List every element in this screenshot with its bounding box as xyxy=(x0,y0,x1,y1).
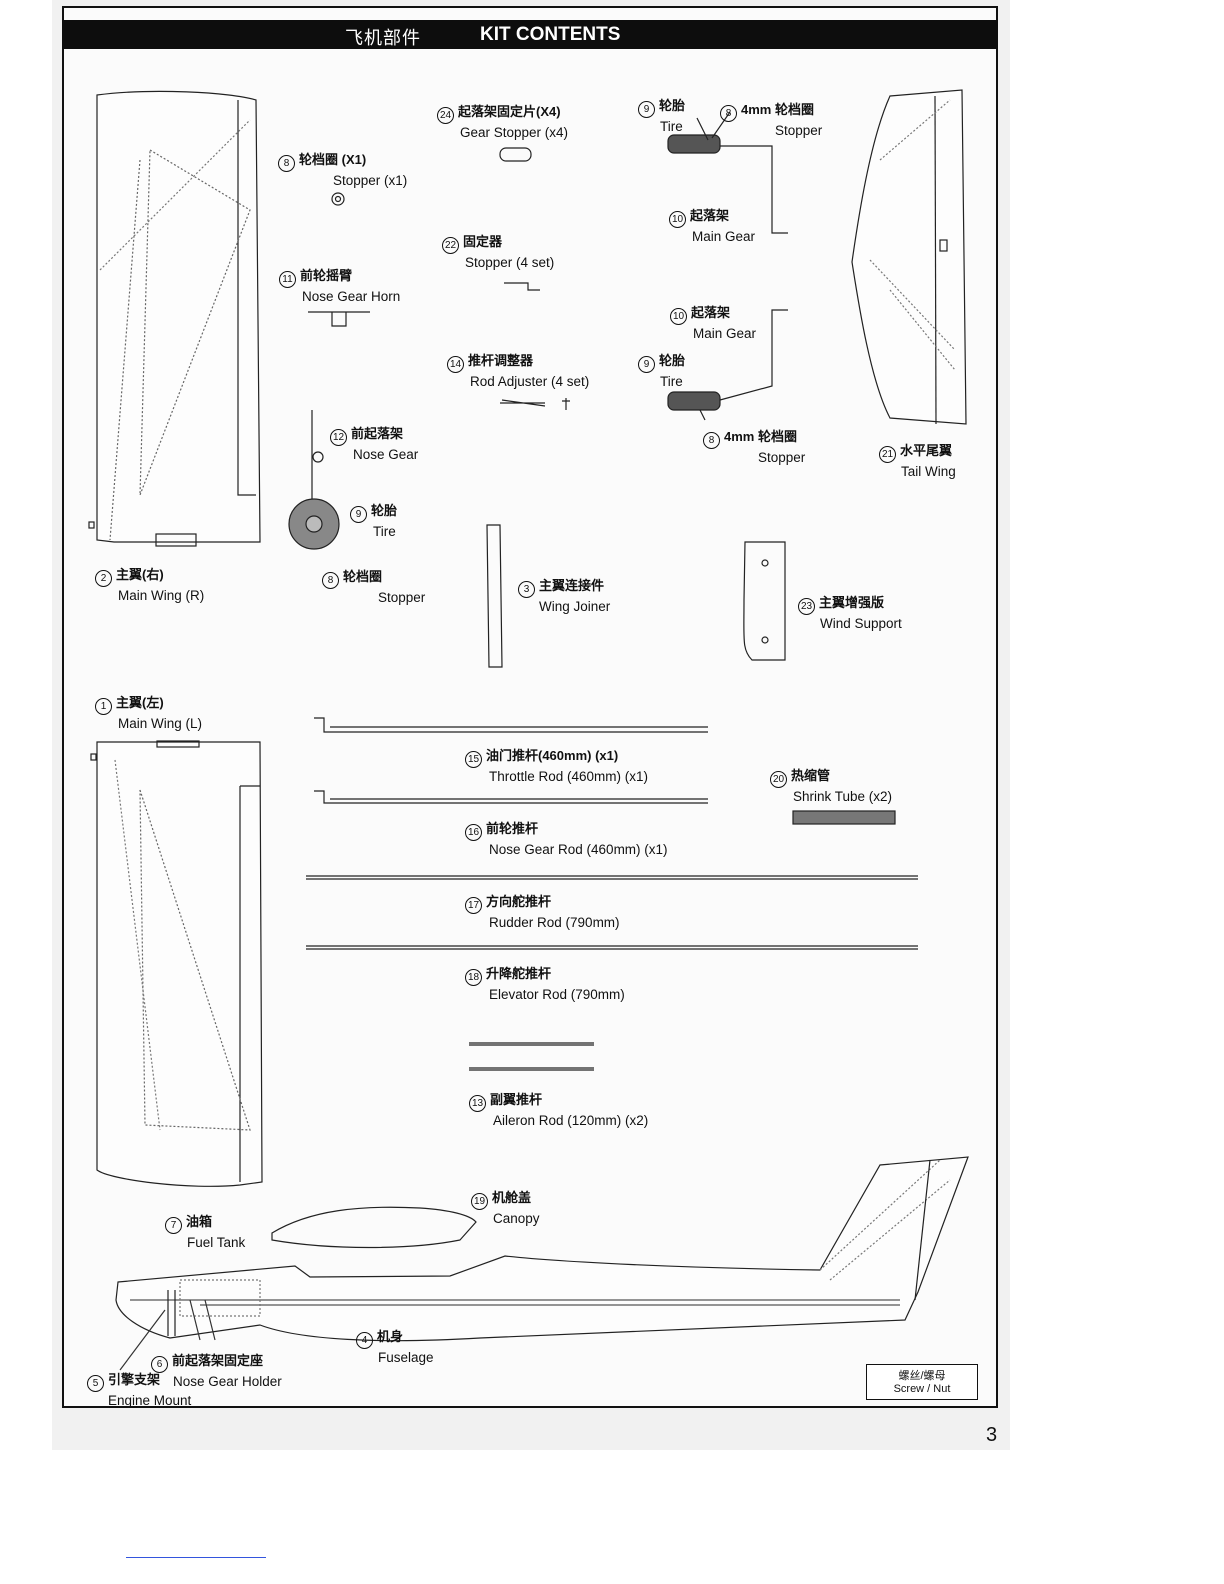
wing-support-drawing xyxy=(743,541,786,661)
throttle-rod-drawing xyxy=(314,717,708,733)
screw-nut-cn: 螺丝/螺母 xyxy=(898,1370,946,1382)
wing-joiner-drawing xyxy=(486,524,503,668)
nose-gear-drawing xyxy=(288,410,340,550)
main-wing-right-drawing xyxy=(88,90,261,547)
elevator-rod-drawing xyxy=(306,945,918,950)
tail-wing-drawing xyxy=(851,89,967,425)
nose-gear-rod-drawing xyxy=(314,790,708,804)
stopper-set-drawing xyxy=(504,282,540,291)
footer-link-underline xyxy=(126,1557,266,1558)
nose-gear-horn-drawing xyxy=(308,311,370,327)
shrink-tube-drawing xyxy=(792,810,896,825)
main-wing-left-drawing xyxy=(90,740,263,1187)
header-title-en: KIT CONTENTS xyxy=(480,24,621,45)
gear-stopper-drawing xyxy=(499,147,532,162)
header-title-cn: 飞机部件 xyxy=(345,28,421,48)
aileron-rod-drawing xyxy=(469,1042,594,1071)
header-bar xyxy=(62,20,998,49)
rod-adjuster-drawing xyxy=(500,399,546,407)
rudder-rod-drawing xyxy=(306,875,918,880)
screw-nut-en: Screw / Nut xyxy=(893,1383,951,1395)
stopper-ring-drawing xyxy=(331,192,345,206)
main-gear-drawing xyxy=(667,111,788,421)
canopy-drawing xyxy=(271,1206,477,1249)
fuselage-drawing xyxy=(115,1156,969,1371)
screw-nut-legend: 螺丝/螺母 Screw / Nut xyxy=(866,1364,978,1400)
page-number: 3 xyxy=(986,1424,998,1446)
